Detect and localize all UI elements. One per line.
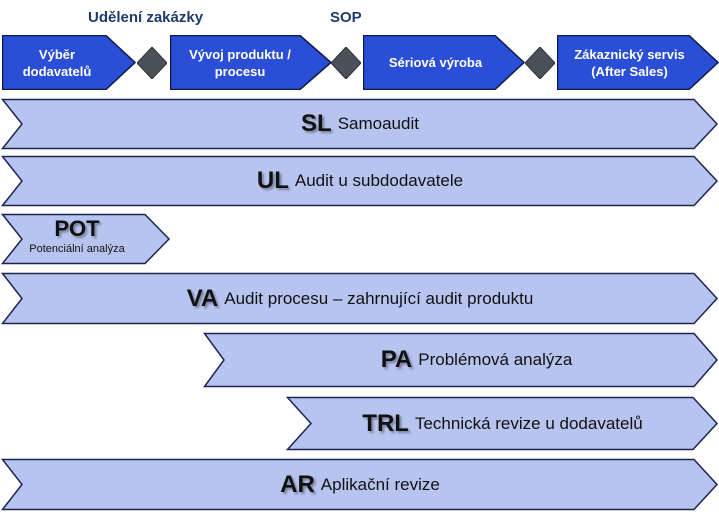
audit-bar-sl: SL Samoaudit <box>0 98 719 150</box>
audit-desc: Audit procesu – zahrnující audit produkt… <box>224 288 534 308</box>
milestone-sop: SOP <box>330 9 362 26</box>
phase-arrow-shape <box>557 35 719 90</box>
phase-arrow-shape <box>170 35 332 90</box>
milestone-diamond-icon <box>137 47 167 79</box>
phase-label-line1: Vývoj produktu / <box>189 46 291 62</box>
chevron-shape <box>0 458 719 511</box>
audit-abbr: VA <box>186 284 219 312</box>
phase-arrow-shape <box>2 35 136 90</box>
phase-after-sales: Zákaznický servis (After Sales) <box>557 35 719 90</box>
audit-desc: Technická revize u dodavatelů <box>414 413 643 433</box>
chevron-shape <box>285 396 719 451</box>
phase-supplier-selection: Výběr dodavatelů <box>2 35 136 90</box>
audit-abbr: AR <box>280 470 315 498</box>
audit-desc: Aplikační revize <box>320 474 440 494</box>
audit-desc: Audit u subdodavatele <box>294 171 464 190</box>
phase-label-line2: (After Sales) <box>591 63 668 79</box>
audit-bar-pa: PA Problémová analýza <box>203 332 718 388</box>
audit-bar-ul: UL Audit u subdodavatele <box>0 155 719 207</box>
audit-desc: Samoaudit <box>337 114 419 133</box>
phase-label-line2: dodavatelů <box>22 63 92 79</box>
phase-label-line1: Výběr <box>38 46 76 62</box>
audit-abbr: POT <box>54 216 100 241</box>
milestone-diamond-icon <box>331 47 361 79</box>
chevron-shape <box>0 155 719 207</box>
audit-abbr: UL <box>256 167 289 194</box>
chevron-shape <box>0 213 171 265</box>
phase-series-production: Sériová výroba <box>363 35 525 90</box>
audit-desc: Problémová analýza <box>418 350 573 369</box>
milestone-diamond-icon <box>525 47 555 79</box>
audit-abbr: SL <box>301 110 332 137</box>
chevron-shape <box>203 332 718 388</box>
phase-arrow-shape <box>363 35 525 90</box>
audit-abbr: PA <box>380 346 413 373</box>
audit-abbr: TRL <box>362 409 409 437</box>
audit-bar-pot: POT Potenciální analýza <box>0 213 171 265</box>
chevron-shape <box>0 98 719 150</box>
audit-desc: Potenciální analýza <box>29 243 125 255</box>
phase-label-line1: Sériová výroba <box>388 55 483 70</box>
phase-label-line2: procesu <box>214 63 266 79</box>
chevron-shape <box>0 272 719 325</box>
phase-product-development: Vývoj produktu / procesu <box>170 35 332 90</box>
phase-label-line1: Zákaznický servis <box>574 46 685 62</box>
milestone-contract-award: Udělení zakázky <box>88 9 204 26</box>
